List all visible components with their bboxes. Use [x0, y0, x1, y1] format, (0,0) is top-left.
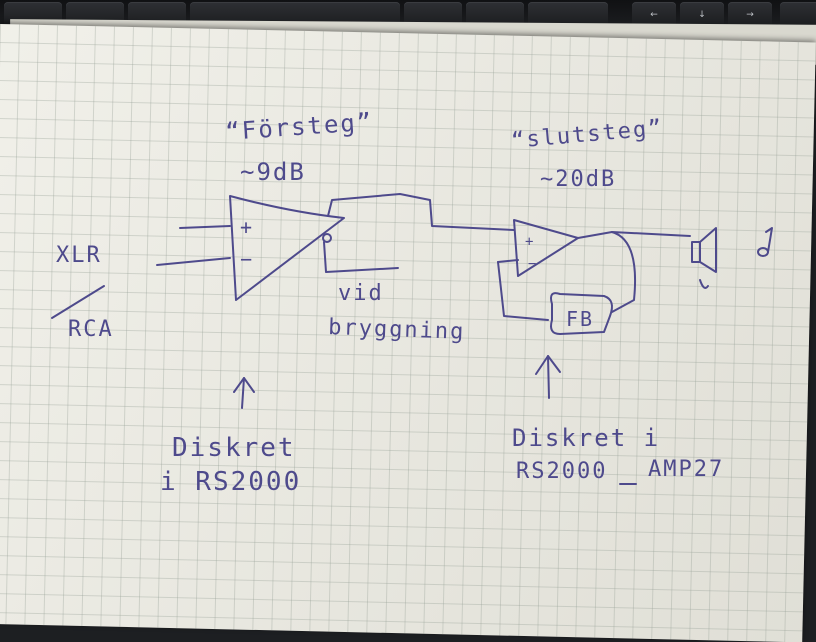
- bryggning-label: bryggning: [328, 315, 466, 345]
- slutsteg-gain: ~20dB: [540, 167, 616, 192]
- preamp-minus-sign: −: [240, 247, 254, 271]
- poweramp-minus-sign: −: [528, 256, 538, 272]
- arrow-up-icon: [233, 377, 255, 409]
- forsteg-title: “Försteg”: [224, 108, 374, 146]
- input-wire-positive: [179, 225, 231, 229]
- arrow-up-icon: [535, 355, 561, 399]
- speaker-icon: [691, 227, 717, 289]
- preamp-plus-sign: +: [240, 215, 254, 239]
- poweramp-output-wire: [577, 231, 691, 239]
- feedback-block: [550, 292, 613, 335]
- bridge-wire-bottom: [323, 241, 399, 273]
- diskret-right-amp: AMP27: [648, 457, 724, 482]
- input-wire-negative: [156, 257, 231, 266]
- poweramp-triangle: [513, 219, 579, 277]
- feedback-output-loop: [611, 231, 637, 313]
- poweramp-plus-sign: +: [525, 234, 535, 250]
- preamp-triangle: [229, 195, 345, 301]
- inverted-output-bubble: [322, 233, 332, 243]
- bridge-wire-top: [327, 193, 515, 231]
- amplifier-sketch: “Försteg” ~9dB “slutsteg” ~20dB XLR RCA …: [51, 108, 773, 497]
- feedback-return-wire: [497, 261, 549, 321]
- diskret-right-line1: Diskret i: [512, 424, 660, 452]
- xlr-label: XLR: [56, 243, 102, 268]
- diskret-left-line1: Diskret: [172, 433, 296, 463]
- forsteg-gain: ~9dB: [240, 158, 306, 186]
- vid-label: vid: [338, 281, 384, 306]
- separator-slash: [51, 285, 105, 319]
- diskret-left-line2: i RS2000: [160, 467, 301, 497]
- diskret-right-model: RS2000: [516, 459, 607, 484]
- rca-label: RCA: [68, 317, 114, 342]
- poweramp-minus-input: [497, 259, 519, 263]
- music-note-icon: [757, 227, 773, 257]
- slutsteg-title: “slutsteg”: [510, 116, 664, 154]
- feedback-label: FB: [566, 307, 594, 331]
